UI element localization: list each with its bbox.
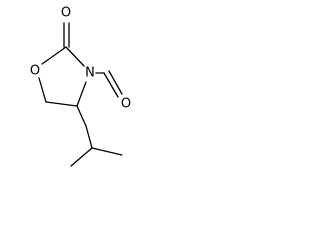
bond-c4-isopropyl <box>76 105 87 127</box>
atom-nitroso-oxygen: O <box>121 97 131 112</box>
bond-c2-o1 <box>41 46 67 65</box>
bond-c4-isopropyl-b <box>85 125 93 149</box>
structure-canvas: O O N O <box>0 0 136 180</box>
atom-ring-oxygen: O <box>30 64 40 79</box>
bond-c4-n3 <box>76 81 87 107</box>
bond-c5-c4 <box>45 101 78 107</box>
bond-isopropyl-methyl-right <box>91 147 123 156</box>
bond-nitroso-double-a <box>103 72 119 98</box>
bond-nitroso-double-b <box>108 70 123 95</box>
bond-isopropyl-methyl-left <box>70 147 93 167</box>
atom-ring-nitrogen: N <box>85 66 95 81</box>
bond-o1-c5 <box>38 77 47 103</box>
molecule-diagram: O O N O <box>30 6 131 167</box>
atom-carbonyl-oxygen: O <box>61 6 71 21</box>
bond-n3-c2 <box>65 46 85 67</box>
